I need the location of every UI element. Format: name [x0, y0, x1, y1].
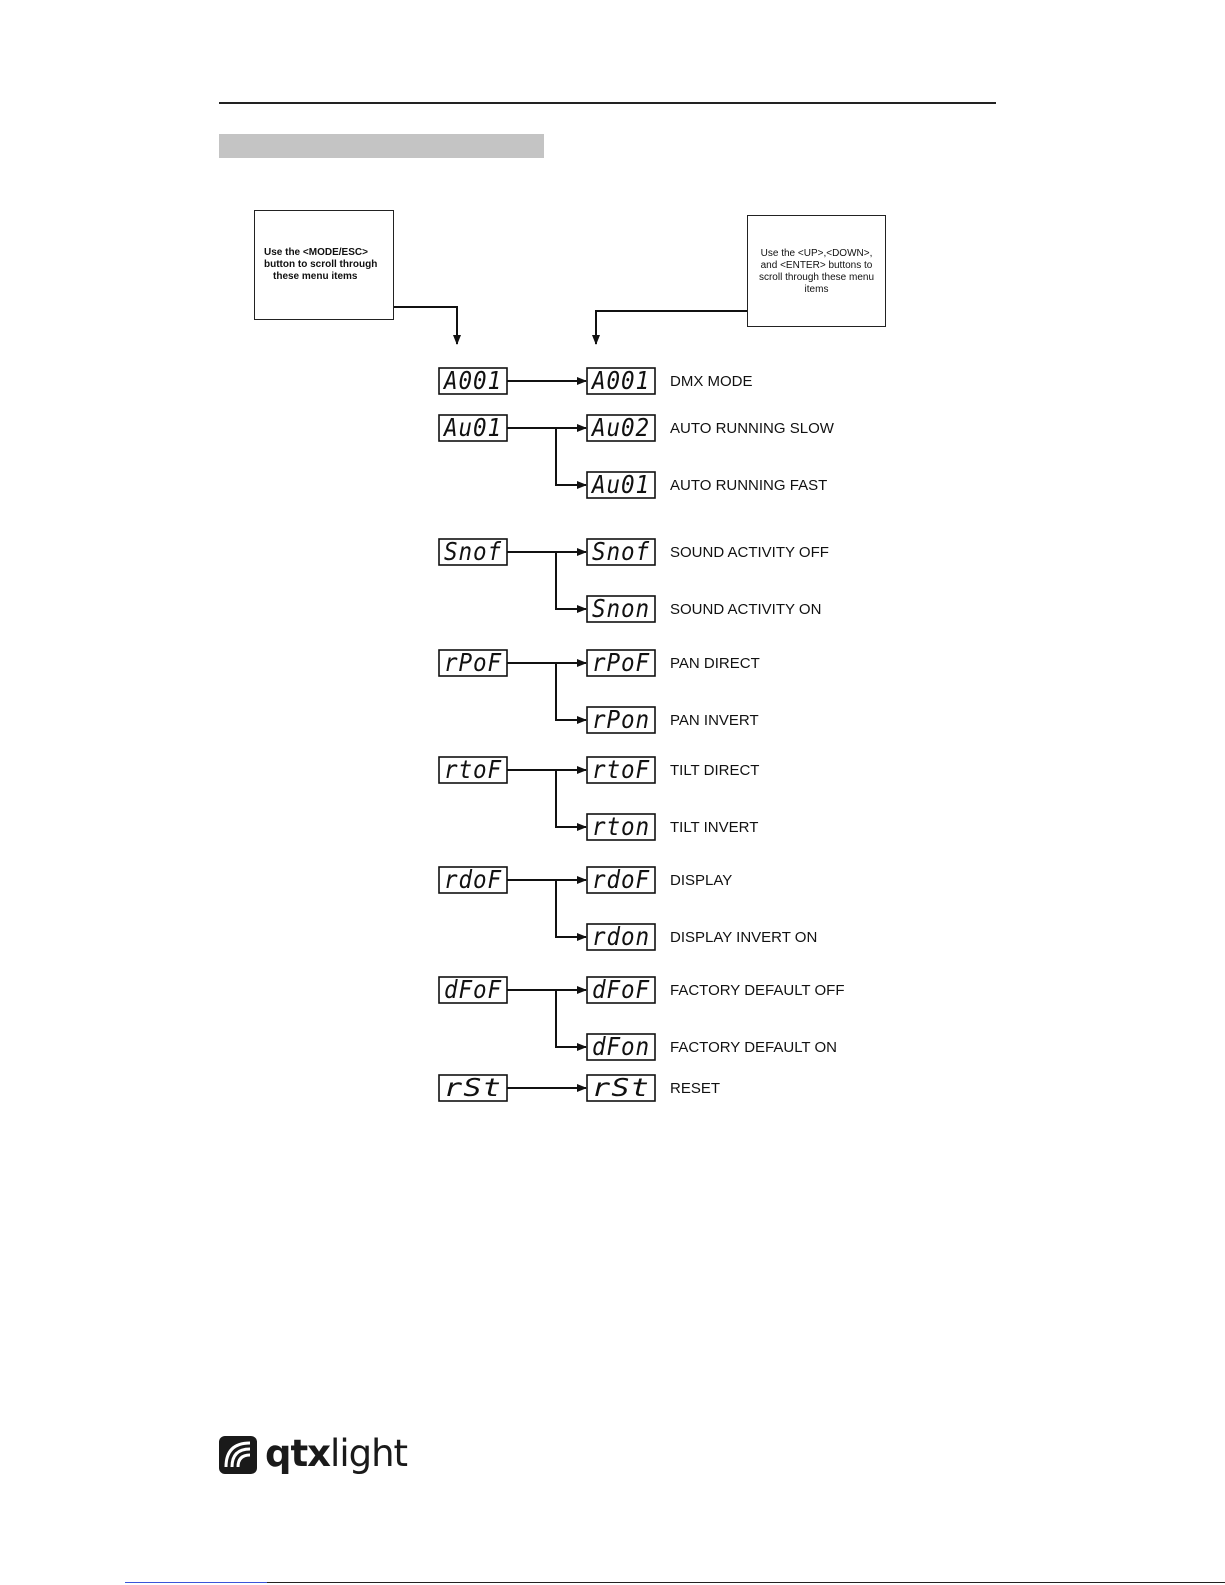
note-line: scroll through these menu	[758, 272, 875, 283]
option-display-snof: Snof	[592, 537, 650, 566]
menu-display-tilt: rtoF	[444, 755, 502, 784]
note-line: these menu items	[273, 271, 358, 282]
menu-display-pan: rPoF	[444, 648, 502, 677]
option-display-a001: A001	[590, 366, 650, 395]
option-display-rpof: rPoF	[592, 648, 650, 677]
logo-light: light	[330, 1432, 408, 1475]
option-display-rpon-frame	[586, 706, 656, 734]
qtx-swirl-icon	[219, 1436, 257, 1474]
option-display-rton-frame	[586, 813, 656, 841]
option-display-rtof: rtoF	[592, 755, 650, 784]
option-display-rton: rton	[592, 812, 650, 841]
mode-esc-pointer-arrow	[394, 306, 461, 345]
option-display-rst: rSt	[592, 1073, 650, 1102]
logo-bold: qtx	[265, 1432, 331, 1475]
menu-display-dmx-frame	[438, 367, 508, 395]
note-line: Use the <MODE/ESC>	[264, 247, 368, 258]
option-label: FACTORY DEFAULT ON	[670, 1039, 837, 1056]
option-display-rtof-frame	[586, 756, 656, 784]
option-display-dfof: dFoF	[592, 975, 650, 1004]
option-display-rdof-frame	[586, 866, 656, 894]
branch-arrow	[555, 552, 587, 613]
menu-display-display: rdoF	[444, 865, 502, 894]
menu-display-dmx: A001	[442, 366, 502, 395]
menu-display-sound-frame	[438, 538, 508, 566]
option-label: PAN INVERT	[670, 712, 759, 729]
option-label: FACTORY DEFAULT OFF	[670, 982, 845, 999]
option-label: DMX MODE	[670, 373, 753, 390]
option-label: AUTO RUNNING SLOW	[670, 420, 835, 437]
option-label: AUTO RUNNING FAST	[670, 477, 827, 494]
branch-arrow	[555, 880, 587, 941]
option-label: SOUND ACTIVITY OFF	[670, 544, 829, 561]
option-label: TILT INVERT	[670, 819, 758, 836]
branch-arrow	[555, 770, 587, 831]
option-display-rpof-frame	[586, 649, 656, 677]
option-display-a001-frame	[586, 367, 656, 395]
option-display-snof-frame	[586, 538, 656, 566]
option-display-au02-frame	[586, 414, 656, 442]
option-label: DISPLAY	[670, 872, 732, 889]
branch-arrow	[555, 663, 587, 724]
option-label: TILT DIRECT	[670, 762, 759, 779]
qtxlight-logo: qtxlight	[218, 1433, 408, 1477]
option-display-snon: Snon	[592, 594, 650, 623]
footer-rule	[267, 1582, 1225, 1583]
menu-display-reset: rSt	[444, 1073, 502, 1102]
note-line: items	[804, 284, 829, 295]
logo-wordmark: qtxlight	[265, 1432, 408, 1475]
note-line: button to scroll through	[264, 259, 378, 270]
option-label: RESET	[670, 1080, 720, 1097]
option-display-au01-frame	[586, 471, 656, 499]
header-rule	[219, 102, 996, 104]
up-down-enter-pointer-arrow	[592, 310, 747, 345]
option-display-au02: Au02	[590, 413, 650, 442]
option-display-au01: Au01	[590, 470, 650, 499]
note-line: and <ENTER> buttons to	[760, 260, 873, 271]
option-display-rdon: rdon	[592, 922, 650, 951]
option-display-rpon: rPon	[592, 705, 650, 734]
footer-link-underline[interactable]	[125, 1582, 267, 1583]
option-label: SOUND ACTIVITY ON	[670, 601, 821, 618]
option-display-snon-frame	[586, 595, 656, 623]
branch-arrow	[555, 428, 587, 489]
menu-display-pan-frame	[438, 649, 508, 677]
menu-display-reset-frame	[438, 1074, 508, 1102]
branch-arrow	[555, 990, 587, 1051]
menu-display-auto: Au01	[442, 413, 502, 442]
up-down-enter-note: Use the <UP>,<DOWN>, and <ENTER> buttons…	[747, 215, 886, 327]
option-display-rst-frame	[586, 1074, 656, 1102]
section-heading-bar	[219, 134, 544, 158]
option-label: DISPLAY INVERT ON	[670, 929, 817, 946]
option-display-dfon-frame	[586, 1033, 656, 1061]
option-display-rdof: rdoF	[592, 865, 650, 894]
menu-display-auto-frame	[438, 414, 508, 442]
mode-esc-note: Use the <MODE/ESC> button to scroll thro…	[254, 210, 394, 320]
option-label: PAN DIRECT	[670, 655, 760, 672]
menu-display-tilt-frame	[438, 756, 508, 784]
menu-display-factory-frame	[438, 976, 508, 1004]
menu-display-factory: dFoF	[444, 975, 502, 1004]
note-line: Use the <UP>,<DOWN>,	[760, 248, 873, 259]
option-display-rdon-frame	[586, 923, 656, 951]
option-display-dfof-frame	[586, 976, 656, 1004]
menu-display-sound: Snof	[444, 537, 502, 566]
option-display-dfon: dFon	[592, 1032, 650, 1061]
